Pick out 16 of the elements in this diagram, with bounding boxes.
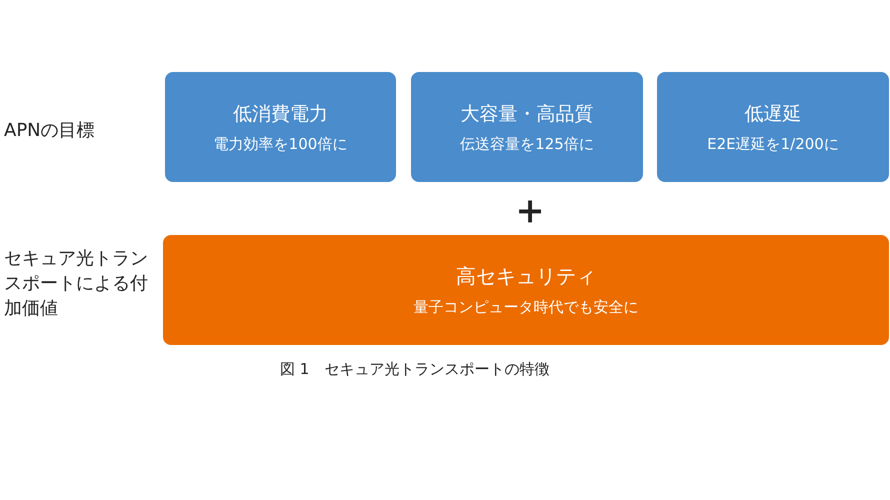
feature-description: E2E遅延を1/200に bbox=[707, 134, 839, 154]
feature-title: 低遅延 bbox=[744, 102, 802, 126]
feature-description: 量子コンピュータ時代でも安全に bbox=[414, 298, 638, 317]
feature-title: 高セキュリティ bbox=[456, 263, 596, 290]
feature-title: 大容量・高品質 bbox=[460, 102, 594, 126]
feature-box bbox=[165, 72, 396, 182]
plus-sign: ＋ bbox=[510, 190, 550, 230]
feature-description: 伝送容量を125倍に bbox=[460, 134, 594, 154]
feature-box bbox=[411, 72, 643, 182]
row-label: APNの目標 bbox=[4, 119, 96, 143]
figure-caption: 図 1 セキュア光トランスポートの特徴 bbox=[280, 360, 550, 379]
feature-box bbox=[657, 72, 889, 182]
row-label: セキュア光トランスポートによる付加価値 bbox=[4, 247, 149, 322]
feature-description: 電力効率を100倍に bbox=[214, 134, 348, 154]
feature-box bbox=[163, 235, 889, 345]
feature-title: 低消費電力 bbox=[233, 102, 328, 126]
